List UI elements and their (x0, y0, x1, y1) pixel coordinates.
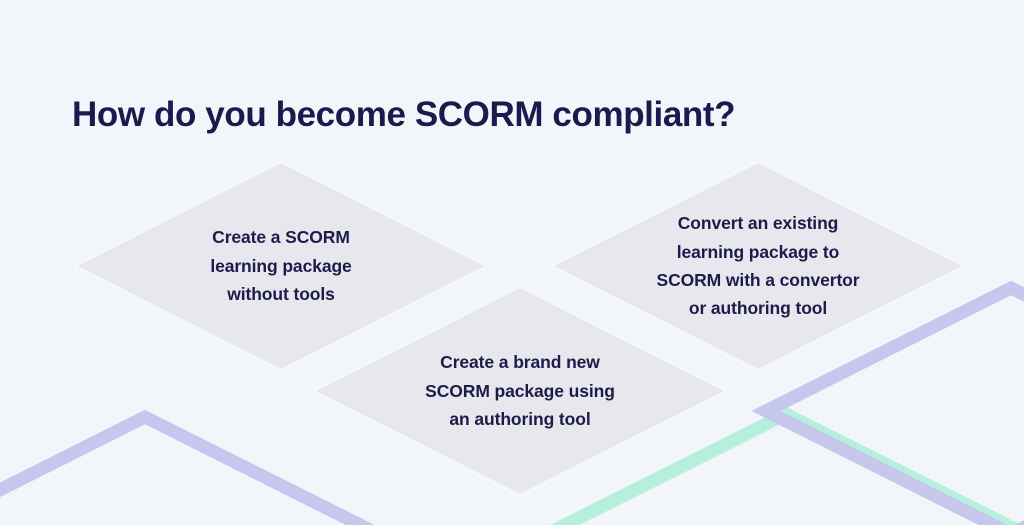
page-title: How do you become SCORM compliant? (72, 95, 736, 135)
option-label: Create a SCORM learning package without … (151, 223, 411, 308)
option-diamond-create-without-tools[interactable]: Create a SCORM learning package without … (75, 162, 487, 370)
option-line: learning package (210, 255, 352, 276)
option-line: Convert an existing (677, 213, 839, 234)
option-label: Convert an existing learning package to … (627, 209, 889, 322)
diamond-shape-icon (75, 162, 487, 370)
option-diamond-create-brand-new[interactable]: Create a brand new SCORM package using a… (314, 287, 726, 495)
option-line: SCORM with a convertor (656, 270, 860, 290)
option-line: or authoring tool (688, 298, 828, 319)
option-diamond-convert-existing[interactable]: Convert an existing learning package to … (552, 162, 964, 370)
diamond-shape-icon (314, 287, 726, 495)
option-line: learning package to (676, 241, 840, 262)
diamond-shape-icon (552, 162, 964, 370)
option-line: Create a brand new (440, 352, 600, 373)
option-label: Create a brand new SCORM package using a… (395, 348, 645, 433)
option-line: SCORM package using (425, 380, 615, 401)
option-line: Create a SCORM (212, 227, 350, 248)
option-line: an authoring tool (449, 409, 591, 430)
option-line: without tools (227, 284, 335, 305)
